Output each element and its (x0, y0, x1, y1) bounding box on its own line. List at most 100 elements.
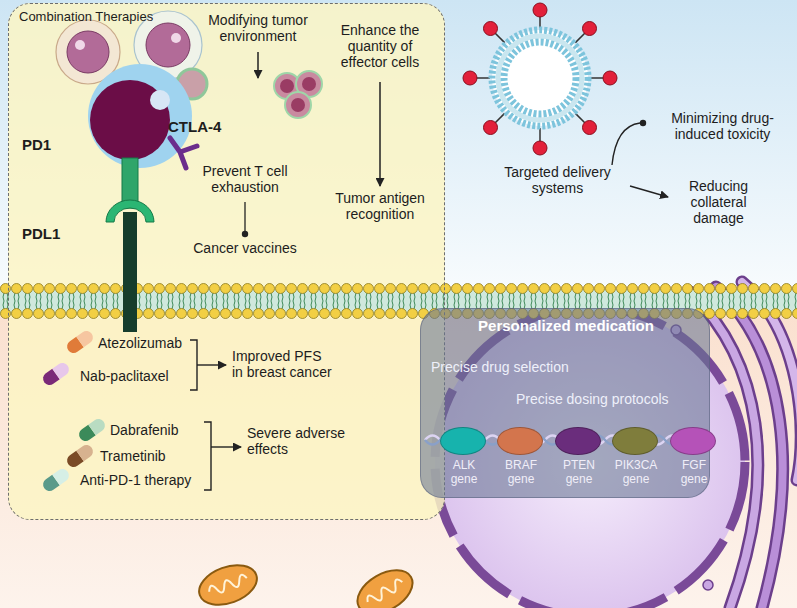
annotation: Atezolizumab (98, 335, 208, 351)
liposome (470, 10, 610, 148)
effector-cells (291, 98, 305, 112)
liposome (463, 71, 477, 85)
mitochondria (207, 573, 248, 596)
annotation: Reducing collateral damage (676, 178, 761, 226)
brackets (204, 422, 211, 490)
leader-lines (630, 186, 668, 197)
liposome (504, 42, 576, 114)
annotation: Modifying tumor environment (198, 12, 318, 44)
annotation: Trametinib (100, 448, 200, 464)
panel-text: Precise dosing protocols (516, 391, 706, 407)
tumor-cells (171, 33, 181, 43)
liposome (498, 36, 582, 120)
liposome (533, 3, 547, 17)
liposome (583, 22, 597, 36)
annotation: PDL1 (22, 225, 82, 242)
gene-label: FGF gene (671, 459, 717, 487)
mitochondria (194, 558, 263, 608)
personalized-panel: Personalized medicationPrecise drug sele… (420, 308, 710, 498)
pd1-cap (106, 200, 154, 222)
group-fill (8, 3, 445, 520)
t-cell (90, 80, 170, 160)
drug-pills (65, 328, 96, 355)
annotation: Tumor antigen recognition (325, 190, 435, 222)
annotation: Nab-paclitaxel (80, 368, 190, 384)
effector-cells (302, 77, 316, 91)
drug-pills (41, 466, 72, 493)
brackets (211, 446, 241, 447)
annotation: Minimizing drug-induced toxicity (665, 110, 780, 142)
gene-ellipse: BRAF gene (497, 427, 543, 455)
annotation: Targeted delivery systems (495, 164, 620, 196)
annotation: Improved PFS in breast cancer (232, 348, 334, 380)
annotation: Severe adverse effects (247, 425, 357, 457)
group-box: Combination Therapies (8, 3, 445, 520)
drug-pills (77, 416, 108, 443)
annotation: Anti-PD-1 therapy (80, 472, 205, 488)
t-cell (88, 64, 192, 168)
drug-pills (76, 442, 95, 461)
arrows (379, 82, 381, 186)
gene-label: BRAF gene (498, 459, 544, 487)
vaccine-pointer (242, 202, 248, 237)
liposome (492, 30, 588, 126)
leader-lines (612, 123, 640, 165)
group-heading: Combination Therapies (19, 10, 239, 25)
mitochondria (194, 558, 263, 608)
liposome (484, 121, 498, 135)
gene-label: PTEN gene (556, 459, 602, 487)
annotation: Prevent T cell exhaustion (190, 163, 300, 195)
annotation: Enhance the quantity of effector cells (330, 22, 430, 70)
panel-heading: Personalized medication (421, 317, 711, 334)
drug-pills (41, 360, 72, 387)
annotation: CTLA-4 (168, 118, 238, 135)
leader-lines (640, 120, 646, 126)
t-cell (88, 64, 192, 168)
pdl1-ligand (123, 212, 137, 332)
liposome (463, 3, 617, 155)
gene-label: ALK gene (441, 459, 487, 487)
drug-pills (41, 328, 108, 493)
gene-ellipse: ALK gene (440, 427, 486, 455)
liposome (583, 121, 597, 135)
panel-text: Precise drug selection (431, 359, 631, 375)
annotation: Dabrafenib (110, 422, 210, 438)
gene-label: PIK3CA gene (613, 459, 659, 487)
liposome (484, 22, 498, 36)
liposome (533, 141, 547, 155)
gene-ellipse: FGF gene (670, 427, 716, 455)
golgi (716, 287, 783, 608)
brackets (197, 364, 226, 365)
golgi (716, 287, 783, 608)
liposome (463, 3, 617, 155)
effector-cells (274, 71, 322, 118)
ctla4-receptor (170, 138, 197, 168)
drug-pills (52, 360, 71, 379)
drug-pills (76, 328, 95, 347)
leader-lines (612, 120, 668, 197)
drug-pills (65, 442, 96, 469)
brackets (190, 340, 197, 390)
gene-ellipse: PTEN gene (555, 427, 601, 455)
annotation: PD1 (22, 136, 82, 153)
vaccine-pointer (242, 231, 248, 237)
tumor-cells (146, 23, 190, 67)
vaccine-pointer (244, 202, 245, 232)
annotation: Cancer vaccines (185, 240, 305, 256)
drug-pills (52, 466, 71, 485)
mitochondria (365, 578, 405, 607)
arrows (257, 52, 259, 78)
mitochondria (350, 561, 420, 608)
golgi (703, 580, 713, 590)
mitochondria (350, 561, 420, 608)
drug-pills (88, 416, 107, 435)
mitochondria (194, 558, 420, 608)
tumor-cells (67, 31, 109, 73)
effector-cells (285, 92, 311, 118)
liposome (603, 71, 617, 85)
t-cell (150, 90, 170, 110)
tumor-cells (75, 40, 85, 50)
